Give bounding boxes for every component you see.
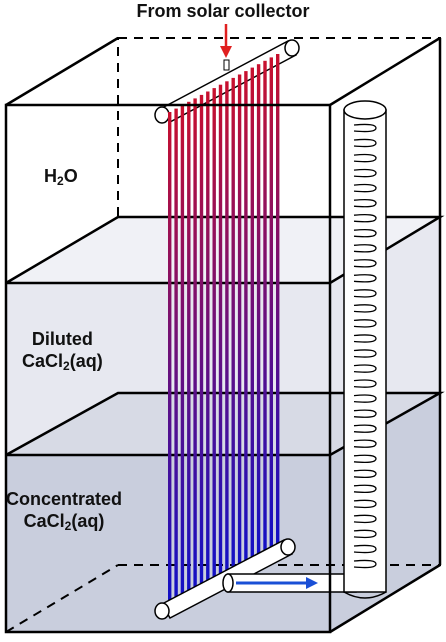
coil-turn bbox=[353, 334, 377, 343]
tube bbox=[168, 112, 172, 608]
coil-turn bbox=[353, 439, 377, 448]
diluted-layer-label: Diluted CaCl2(aq) bbox=[22, 329, 103, 373]
tank-front-face bbox=[4, 103, 332, 634]
coil-turn bbox=[353, 469, 377, 479]
coil-turn bbox=[353, 409, 377, 418]
water-layer-label: H2O bbox=[44, 166, 78, 188]
inlet-connector bbox=[220, 24, 232, 71]
tube bbox=[276, 54, 280, 551]
tube bbox=[225, 81, 229, 578]
tube bbox=[199, 94, 204, 592]
tube bbox=[244, 71, 248, 568]
coil-turn bbox=[353, 123, 377, 133]
coil-turn bbox=[353, 499, 377, 509]
coil-turn bbox=[353, 228, 377, 238]
coil-turn bbox=[353, 244, 377, 253]
coil-turn bbox=[353, 183, 377, 193]
heat-exchanger-tubes bbox=[168, 54, 280, 608]
tube bbox=[256, 64, 261, 561]
coil-turn bbox=[353, 424, 377, 433]
coil-turn bbox=[353, 349, 377, 358]
tube bbox=[263, 60, 267, 558]
coil-turn bbox=[353, 319, 377, 328]
coil-turn bbox=[353, 168, 377, 178]
coil-turn bbox=[353, 153, 377, 163]
tank-front-edges bbox=[4, 36, 442, 634]
coil-turn bbox=[353, 379, 377, 388]
tube bbox=[180, 105, 185, 602]
coil-turn bbox=[353, 454, 377, 464]
coil-turn bbox=[353, 364, 377, 373]
coil-turns bbox=[353, 123, 377, 569]
tube bbox=[250, 67, 254, 565]
tube bbox=[193, 98, 197, 595]
coil-turn bbox=[353, 289, 377, 298]
outlet-pipe bbox=[222, 573, 357, 593]
tube bbox=[218, 84, 223, 582]
inlet-arrow-head bbox=[220, 46, 232, 58]
coil-turn bbox=[353, 304, 377, 313]
mid-layer-surface bbox=[6, 393, 440, 455]
flow-arrow-head bbox=[306, 577, 318, 589]
coil-turn bbox=[353, 559, 377, 569]
coil-turn bbox=[353, 394, 377, 403]
tube bbox=[231, 77, 235, 575]
coil-turn bbox=[353, 529, 377, 539]
tank-floor bbox=[5, 564, 440, 633]
coil-turn bbox=[353, 274, 377, 283]
tube bbox=[237, 74, 242, 572]
coil-turn bbox=[353, 213, 377, 223]
tube bbox=[187, 101, 191, 599]
inlet-label: From solar collector bbox=[136, 1, 310, 21]
top-layer-surface bbox=[6, 217, 440, 283]
tube bbox=[269, 57, 273, 555]
coil-turn bbox=[353, 514, 377, 524]
concentrated-layer-label: Concentrated CaCl2(aq) bbox=[6, 489, 123, 533]
tube bbox=[174, 108, 178, 605]
tube bbox=[206, 91, 210, 588]
tube bbox=[212, 88, 216, 585]
coil-turn bbox=[353, 138, 377, 148]
return-pipe bbox=[343, 100, 387, 599]
coil-turn bbox=[353, 544, 377, 554]
coil-turn bbox=[353, 484, 377, 494]
coil-turn bbox=[353, 198, 377, 208]
coil-turn bbox=[353, 259, 377, 268]
